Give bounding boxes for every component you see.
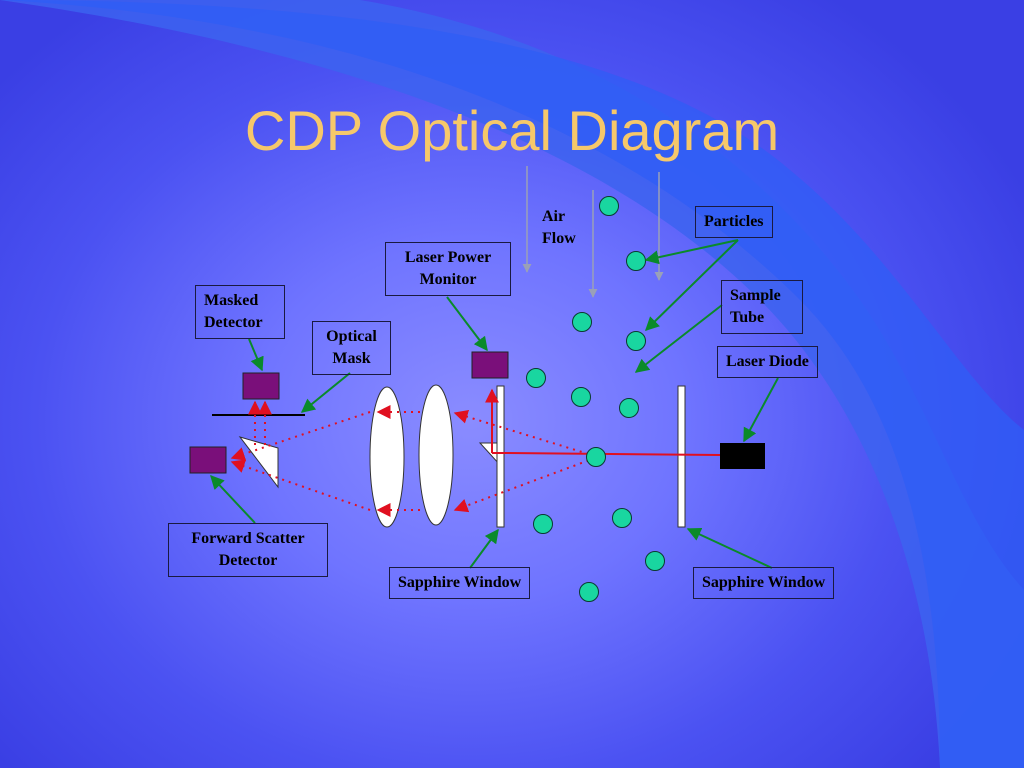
forward-scatter-detector [189,446,227,474]
arrow-laser-diode [743,377,779,443]
particle [626,331,646,351]
arrow-masked-detector [248,338,264,372]
particle [572,312,592,332]
laser-power-monitor-label-line1: Laser Power [404,249,492,266]
air-flow-label-line2: Flow [542,230,576,247]
lens-1 [369,386,405,528]
particle [579,582,599,602]
particle [571,387,591,407]
forward-scatter-detector-label: Forward Scatter Detector [168,523,328,577]
arrow-optical-mask [300,372,351,413]
prism [238,436,279,489]
laser-diode-label: Laser Diode [717,346,818,378]
forward-scatter-label-line2: Detector [218,552,278,569]
slide-title: CDP Optical Diagram [244,99,780,162]
particle [599,196,619,216]
particle [612,508,632,528]
laser-beam [504,452,721,456]
particle [619,398,639,418]
sample-tube-label-line1: Sample [730,287,781,304]
sapphire-window-right-label: Sapphire Window [693,567,835,599]
callout-arrows [210,239,779,569]
arrow-sapphire-right [686,527,773,569]
masked-detector-label: Masked Detector [195,285,285,339]
scatter-rays [230,400,596,517]
optical-mask-label: Optical Mask [312,321,391,375]
laser-power-monitor-label: Laser Power Monitor [385,242,511,296]
particle [526,368,546,388]
arrow-sample-tube [634,304,723,373]
particles-label: Particles [695,206,773,238]
particle [626,251,646,271]
arrow-particles-1 [644,239,739,265]
arrow-laser-power [446,296,488,352]
laser-power-monitor-label-line2: Monitor [419,271,477,288]
sapphire-window-left [496,385,505,528]
sample-tube-label-line2: Tube [730,309,765,326]
masked-detector [242,372,280,400]
particle [533,514,553,534]
particle [586,447,606,467]
air-flow-label: Air Flow [542,206,576,250]
laser-diode [720,443,765,469]
laser-power-monitor [471,351,509,379]
arrow-particles-2 [644,239,739,331]
lens-2 [418,384,454,526]
sample-tube-label: Sample Tube [721,280,803,334]
forward-scatter-label-line1: Forward Scatter [191,530,305,547]
particles [526,196,665,602]
arrow-forward-scatter [210,474,256,524]
particle [645,551,665,571]
optical-mask-label-line2: Mask [332,350,371,367]
masked-detector-label-line2: Detector [204,314,263,331]
air-flow-label-line1: Air [542,208,566,225]
masked-detector-label-line1: Masked [204,292,259,309]
optical-mask-label-line1: Optical [326,328,377,345]
sapphire-window-right [677,385,686,528]
arrow-sapphire-left [469,528,499,569]
sapphire-window-left-label: Sapphire Window [389,567,531,599]
